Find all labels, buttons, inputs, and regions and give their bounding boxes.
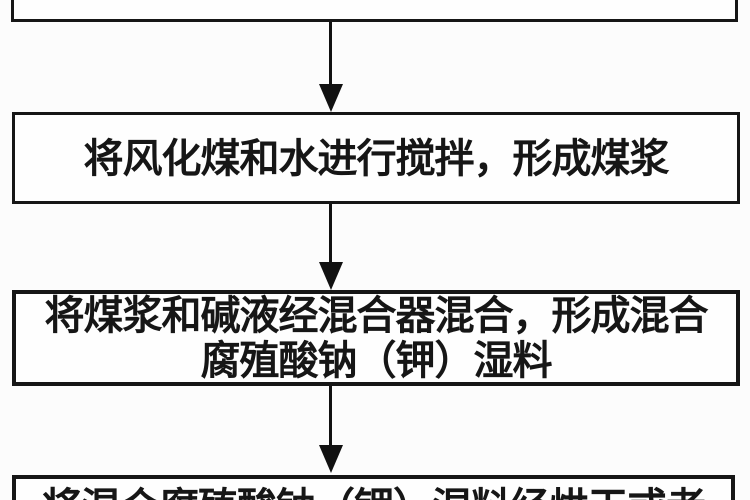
flow-box-step-2: 将风化煤和水进行搅拌，形成煤浆	[12, 112, 740, 204]
step-4-text: 将混合腐殖酸钠（钾）湿料经烘干或者	[42, 485, 706, 500]
step-3-text-line-2: 腐殖酸钠（钾）湿料	[200, 338, 553, 383]
step-2-text: 将风化煤和水进行搅拌，形成煤浆	[83, 135, 670, 181]
arrow-stem-2	[329, 204, 332, 263]
arrow-stem-1	[329, 22, 332, 85]
flow-box-step-1	[11, 0, 738, 22]
arrow-down-icon	[319, 262, 343, 290]
arrow-down-icon	[319, 84, 343, 112]
arrow-stem-3	[329, 386, 332, 446]
step-3-text-line-1: 将煤浆和碱液经混合器混合，形成混合	[44, 293, 709, 338]
arrow-down-icon	[319, 445, 343, 473]
flow-box-step-4: 将混合腐殖酸钠（钾）湿料经烘干或者	[12, 475, 735, 500]
flow-box-step-3: 将煤浆和碱液经混合器混合，形成混合 腐殖酸钠（钾）湿料	[12, 290, 740, 386]
